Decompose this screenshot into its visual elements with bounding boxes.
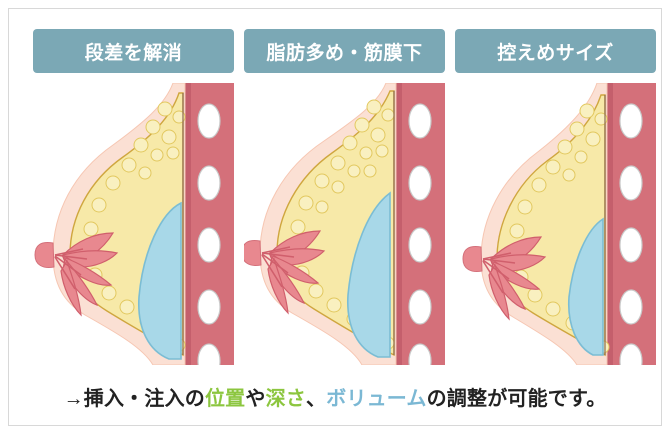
panel-3-title: 控えめサイズ bbox=[497, 42, 614, 64]
breast-cross-section-implant-smooth-transition-icon bbox=[33, 83, 234, 365]
illustration-frame: 段差を解消 bbox=[8, 8, 662, 426]
panel-1: 段差を解消 bbox=[33, 29, 234, 369]
caption-part-4: の調整が可能です。 bbox=[426, 388, 607, 410]
panel-1-title: 段差を解消 bbox=[84, 42, 183, 64]
caption-highlight-position: 位置 bbox=[204, 388, 246, 410]
caption-arrow: → bbox=[63, 388, 84, 410]
caption-highlight-depth: 深さ bbox=[265, 388, 306, 410]
panel-1-header: 段差を解消 bbox=[33, 29, 234, 73]
panel-2-figure bbox=[244, 83, 445, 365]
panel-3-header: 控えめサイズ bbox=[455, 29, 656, 73]
panel-1-figure bbox=[33, 83, 234, 365]
caption-highlight-volume: ボリューム bbox=[326, 388, 427, 410]
panel-2-title: 脂肪多め・筋膜下 bbox=[266, 42, 423, 64]
caption: →挿入・注入の位置や深さ、ボリュームの調整が可能です。 bbox=[9, 382, 661, 411]
breast-cross-section-implant-modest-size-icon bbox=[455, 83, 656, 365]
caption-part-1: 挿入・注入の bbox=[83, 388, 205, 410]
panel-3: 控えめサイズ bbox=[455, 29, 656, 369]
panel-row: 段差を解消 bbox=[33, 29, 656, 369]
panel-2-header: 脂肪多め・筋膜下 bbox=[244, 29, 445, 73]
caption-part-2: や bbox=[245, 388, 266, 410]
panel-3-figure bbox=[455, 83, 656, 365]
panel-2: 脂肪多め・筋膜下 bbox=[244, 29, 445, 369]
breast-cross-section-implant-subfascial-more-fat-icon bbox=[244, 83, 445, 365]
caption-part-3: 、 bbox=[306, 388, 327, 410]
